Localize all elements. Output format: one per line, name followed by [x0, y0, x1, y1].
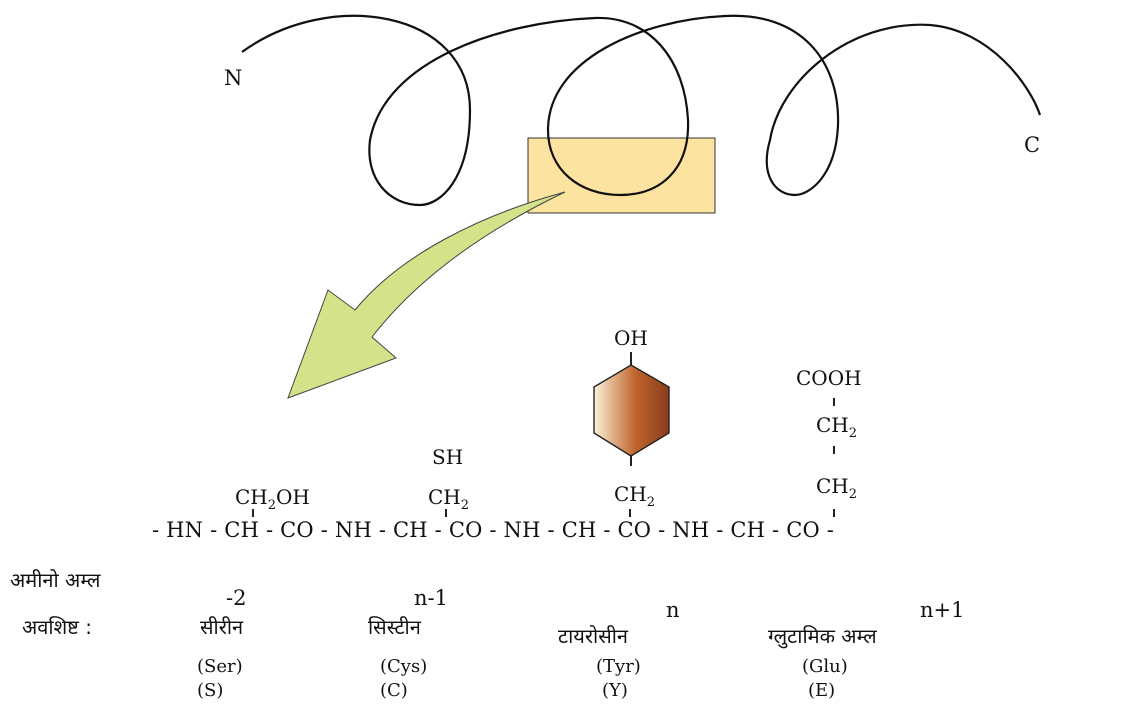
residue-label-line1: अमीनो अम्ल	[10, 568, 101, 592]
tyrosine-ring	[593, 364, 670, 457]
zoom-arrow	[287, 191, 566, 399]
tyr-oh: OH	[614, 326, 648, 350]
residue-4-position: n+1	[920, 598, 965, 622]
residue-3-three-letter: (Tyr)	[596, 656, 641, 677]
glu-bond-3	[833, 509, 835, 517]
glu-cooh: COOH	[796, 366, 862, 390]
residue-4-one-letter: (E)	[808, 680, 836, 701]
glu-ch2-upper: CH2	[816, 413, 858, 441]
n-terminus-label: N	[224, 66, 243, 90]
cys-ch2: CH2	[428, 485, 470, 513]
residue-1-name: सीरीन	[200, 615, 244, 639]
ser-bond	[252, 509, 254, 517]
glu-bond-2	[833, 446, 835, 454]
glu-ch2-lower: CH2	[816, 474, 858, 502]
residue-2-one-letter: (C)	[380, 680, 408, 701]
tyr-bond	[629, 509, 631, 517]
residue-3-name: टायरोसीन	[558, 624, 629, 648]
peptide-backbone: - HN - CH - CO - NH - CH - CO - NH - CH …	[152, 518, 835, 542]
residue-label-line2: अवशिष्ट :	[22, 615, 92, 639]
residue-1-one-letter: (S)	[197, 680, 224, 701]
cys-sh: SH	[432, 445, 464, 469]
residue-2-three-letter: (Cys)	[380, 656, 428, 677]
residue-1-three-letter: (Ser)	[197, 656, 243, 677]
highlight-box	[527, 137, 716, 214]
residue-2-position: n-1	[414, 586, 448, 610]
c-terminus-label: C	[1024, 133, 1041, 157]
residue-3-position: n	[666, 598, 680, 622]
residue-4-name: ग्लुटामिक अम्ल	[768, 624, 877, 648]
residue-4-three-letter: (Glu)	[802, 656, 848, 677]
tyr-ch2: CH2	[614, 482, 656, 510]
ser-ch2oh: CH2OH	[235, 485, 310, 513]
residue-3-one-letter: (Y)	[602, 680, 628, 701]
cys-bond	[445, 509, 447, 517]
residue-2-name: सिस्टीन	[368, 615, 421, 639]
polypeptide-coil	[241, 14, 1042, 207]
glu-bond-1	[833, 398, 835, 406]
residue-1-position: -2	[226, 586, 247, 610]
